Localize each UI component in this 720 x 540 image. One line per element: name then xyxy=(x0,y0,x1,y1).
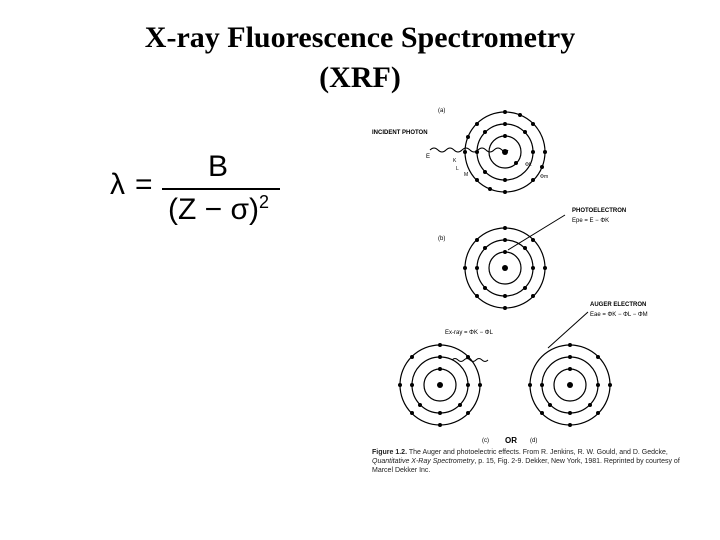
formula-numerator: B xyxy=(208,150,229,183)
electrons-d xyxy=(528,343,612,427)
xrf-atom-figure: (a) INCIDENT PHOTON E K L M Φk Φm (b) xyxy=(372,108,648,445)
label-panel-c: (c) xyxy=(482,438,489,444)
photoelectron-path xyxy=(507,214,566,251)
formula-exponent: 2 xyxy=(259,192,270,212)
atom-c xyxy=(398,343,482,427)
label-panel-b: (b) xyxy=(438,236,445,242)
nucleus-c xyxy=(437,382,443,388)
incident-photon-wave xyxy=(429,147,509,153)
caption-label: Figure 1.2. xyxy=(372,449,408,456)
caption-book: Quantitative X-Ray Spectrometry xyxy=(372,458,475,465)
electrons-a xyxy=(463,110,547,194)
caption-text-2: , p. 15, Fig. 2-9. Dekker, New York, 198… xyxy=(372,458,680,474)
atom-b xyxy=(463,226,547,310)
label-incident-photon: INCIDENT PHOTON xyxy=(372,130,428,136)
formula-equals: = xyxy=(135,168,153,201)
caption-text: The Auger and photoelectric effects. Fro… xyxy=(408,449,668,456)
label-phi-k: Φk xyxy=(525,162,532,168)
nucleus-d xyxy=(567,382,573,388)
title-line-1: X-ray Fluorescence Spectrometry xyxy=(144,21,576,54)
atom-a xyxy=(463,110,547,194)
label-shell-l-a: L xyxy=(456,166,459,172)
electrons-c xyxy=(398,343,482,427)
label-auger-eq: Eae = ΦK − ΦL − ΦM xyxy=(590,312,648,318)
slide-title: X-ray Fluorescence Spectrometry (XRF) xyxy=(0,18,720,98)
label-or: OR xyxy=(505,436,517,445)
electrons-b xyxy=(463,226,547,310)
label-phi-m: Φm xyxy=(540,174,548,180)
formula-lambda: λ xyxy=(110,168,125,201)
nucleus-b xyxy=(502,265,508,271)
label-shell-m-a: M xyxy=(464,172,468,178)
label-panel-d: (d) xyxy=(530,438,537,444)
label-photoelectron-eq: Epe = E − ΦK xyxy=(572,218,609,224)
label-photoelectron: PHOTOELECTRON xyxy=(572,208,626,214)
label-shell-k-a: K xyxy=(453,158,457,164)
label-auger-electron: AUGER ELECTRON xyxy=(590,302,646,308)
label-panel-a: (a) xyxy=(438,108,445,114)
label-xray-eq: Ex-ray = ΦK − ΦL xyxy=(445,330,494,336)
xray-emission-wave xyxy=(451,358,489,362)
figure-caption: Figure 1.2. The Auger and photoelectric … xyxy=(372,448,690,475)
moseley-formula: λ = B (Z − σ)2 xyxy=(110,150,285,230)
label-energy-e: E xyxy=(426,154,430,160)
title-line-2: (XRF) xyxy=(319,61,401,94)
formula-denominator: (Z − σ)2 xyxy=(168,192,269,227)
formula-denominator-base: (Z − σ) xyxy=(168,193,260,226)
atom-d xyxy=(528,343,612,427)
auger-electron-path xyxy=(547,311,589,349)
fraction-bar xyxy=(162,188,280,190)
